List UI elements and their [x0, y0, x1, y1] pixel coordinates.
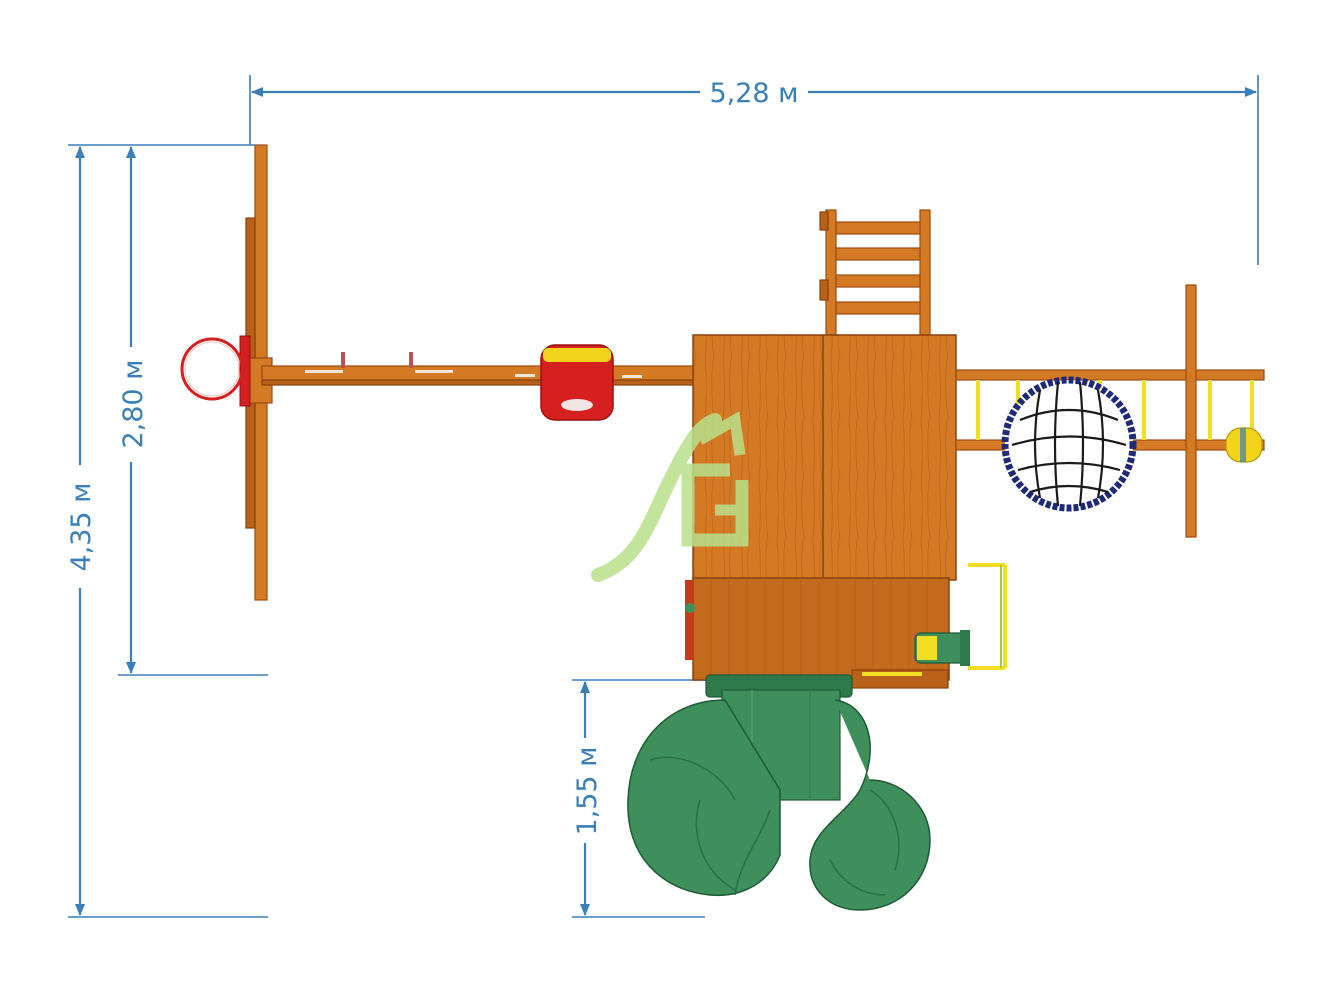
dimension-slide-length: 1,55 м: [572, 679, 705, 918]
deck-planks: [710, 580, 928, 680]
swing-seat: [540, 344, 614, 421]
side-ladder: [968, 563, 1007, 670]
steering-wheel: [685, 580, 695, 660]
telescope: [914, 630, 970, 666]
logo-watermark: [591, 411, 749, 582]
dimension-width-total: 5,28 м: [249, 75, 1259, 265]
dimension-height-main: 2,80 м: [118, 146, 268, 676]
basketball-hoop: [180, 335, 251, 407]
tube-slide: [627, 674, 931, 911]
dimension-height-total: 4,35 м: [66, 144, 268, 918]
dimension-height-total-label: 4,35 м: [66, 482, 97, 571]
dimension-height-main-label: 2,80 м: [118, 359, 149, 448]
swing-beam: [261, 352, 695, 386]
dimension-slide-length-label: 1,55 м: [572, 746, 603, 835]
swing-hangers: [305, 352, 642, 378]
dimension-width-label: 5,28 м: [709, 78, 798, 109]
ladder: [819, 209, 931, 336]
right-swing-seat: [1225, 427, 1263, 463]
nest-swing: [1001, 376, 1137, 512]
